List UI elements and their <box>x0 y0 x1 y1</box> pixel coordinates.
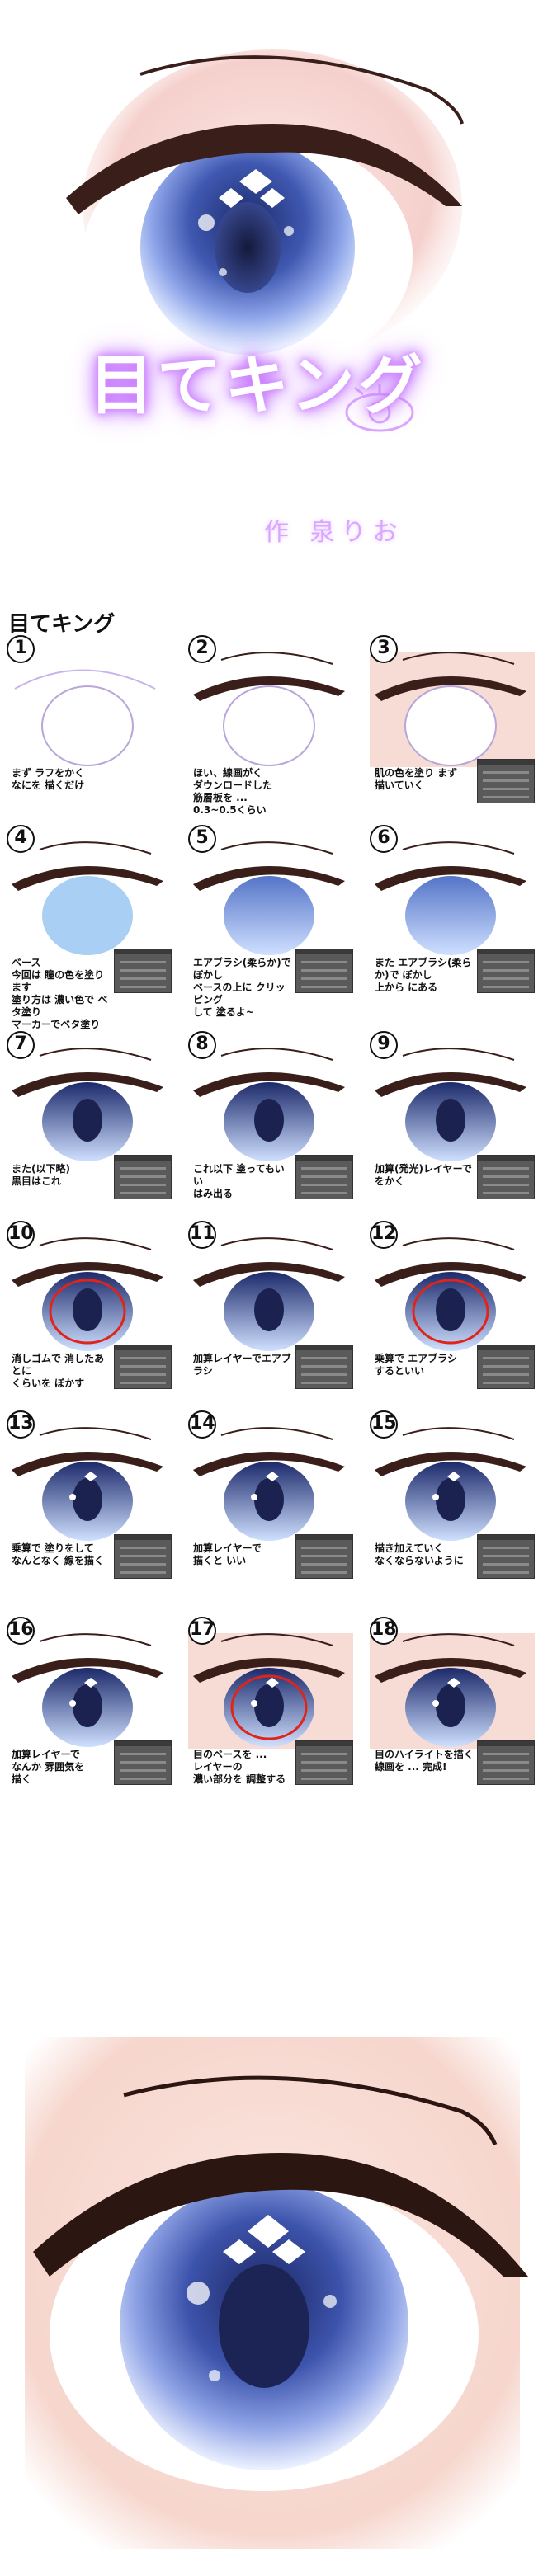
step-number: 2 <box>188 635 216 663</box>
step-eye-art <box>370 1419 535 1546</box>
step-panel-1: 1 まず ラフをかく なにを 描くだけ <box>7 635 172 817</box>
step-panel-12: 12 乗算で エアブラシ するといい <box>370 1221 535 1402</box>
step-panel-13: 13 乗算で 塗りをして なんとなく 線を描く <box>7 1410 172 1592</box>
step-number: 4 <box>7 825 35 853</box>
layer-settings-panel <box>477 1155 535 1199</box>
step-eye-art <box>188 1039 353 1166</box>
step-number: 11 <box>188 1221 216 1249</box>
step-eye-art <box>188 1229 353 1356</box>
layer-settings-panel <box>114 1155 172 1199</box>
step-note: 乗算で エアブラシ するといい <box>375 1353 457 1377</box>
step-panel-10: 10 消しゴムで 消したあとに くらいを ぼかす <box>7 1221 172 1402</box>
step-number: 1 <box>7 635 35 663</box>
step-eye-art <box>7 1419 172 1546</box>
layer-settings-panel <box>477 1534 535 1579</box>
step-note: 目のハイライトを描く 線画を ... 完成! <box>375 1749 474 1773</box>
step-eye-art <box>7 1039 172 1166</box>
step-eye-art <box>370 643 535 770</box>
step-panel-6: 6 また エアブラシ(柔らか)で ぼかし 上から にある <box>370 825 535 1006</box>
step-panel-7: 7 また(以下略) 黒目はこれ <box>7 1031 172 1213</box>
final-illustration <box>0 2029 543 2565</box>
layer-settings-panel <box>295 1345 353 1389</box>
layer-settings-panel <box>114 1345 172 1389</box>
step-eye-art <box>188 1419 353 1546</box>
layer-settings-panel <box>114 949 172 993</box>
step-number: 6 <box>370 825 398 853</box>
step-number: 17 <box>188 1617 216 1645</box>
step-number: 3 <box>370 635 398 663</box>
layer-settings-panel <box>477 1740 535 1785</box>
step-eye-art <box>370 1039 535 1166</box>
step-eye-art <box>188 643 353 770</box>
step-note: 乗算で 塗りをして なんとなく 線を描く <box>12 1542 104 1566</box>
step-panel-4: 4 ベース 今回は 瞳の色を塗ります 塗り方は 濃い色で ベタ塗り マーカーでベタ… <box>7 825 172 1030</box>
step-eye-art <box>370 833 535 960</box>
cover-author: 作 泉りお <box>264 518 404 547</box>
cover-illustration <box>0 0 543 594</box>
step-note: まず ラフをかく なにを 描くだけ <box>12 767 85 791</box>
step-number: 12 <box>370 1221 398 1249</box>
step-eye-art <box>7 1625 172 1752</box>
step-number: 8 <box>188 1031 216 1059</box>
layer-settings-panel <box>477 949 535 993</box>
layer-settings-panel <box>114 1740 172 1785</box>
step-note: 加算(発光)レイヤーで をかく <box>375 1163 472 1187</box>
step-panel-17: 17 目のベースを ... レイヤーの 濃い部分を 調整する <box>188 1617 353 1798</box>
step-note: 描き加えていく なくならないように <box>375 1542 464 1566</box>
cover-title: 目てキング <box>89 349 426 423</box>
step-note: また エアブラシ(柔らか)で ぼかし 上から にある <box>375 957 472 993</box>
step-note: 加算レイヤーで なんか 雰囲気を 描く <box>12 1749 85 1785</box>
step-eye-art <box>370 1625 535 1752</box>
step-number: 16 <box>7 1617 35 1645</box>
step-panel-18: 18 目のハイライトを描く 線画を ... 完成! <box>370 1617 535 1798</box>
layer-settings-panel <box>114 1534 172 1579</box>
step-eye-art <box>188 1625 353 1752</box>
step-number: 15 <box>370 1410 398 1439</box>
step-panel-9: 9 加算(発光)レイヤーで をかく <box>370 1031 535 1213</box>
step-note: 目のベースを ... レイヤーの 濃い部分を 調整する <box>193 1749 286 1785</box>
step-number: 14 <box>188 1410 216 1439</box>
step-number: 5 <box>188 825 216 853</box>
step-number: 7 <box>7 1031 35 1059</box>
step-panel-3: 3 肌の色を塗り まず 描いていく <box>370 635 535 817</box>
step-panel-14: 14 加算レイヤーで 描くと いい <box>188 1410 353 1592</box>
step-note: 肌の色を塗り まず 描いていく <box>375 767 458 791</box>
step-note: ほい、線画がく ダウンロードした 筋層板を ... 0.3~0.5くらい <box>193 767 273 816</box>
step-panel-11: 11 加算レイヤーでエアブラシ <box>188 1221 353 1402</box>
layer-settings-panel <box>295 1740 353 1785</box>
step-number: 13 <box>7 1410 35 1439</box>
step-eye-art <box>188 833 353 960</box>
layer-settings-panel <box>295 1155 353 1199</box>
layer-settings-panel <box>295 1534 353 1579</box>
step-panel-5: 5 エアブラシ(柔らか)でぼかし ベースの上に クリッピング して 塗るよ~ <box>188 825 353 1018</box>
step-panel-16: 16 加算レイヤーで なんか 雰囲気を 描く <box>7 1617 172 1798</box>
step-eye-art <box>370 1229 535 1356</box>
step-note: ベース 今回は 瞳の色を塗ります 塗り方は 濃い色で ベタ塗り マーカーでベタ塗… <box>12 957 108 1030</box>
step-panel-2: 2 ほい、線画がく ダウンロードした 筋層板を ... 0.3~0.5くらい <box>188 635 353 817</box>
layer-settings-panel <box>477 1345 535 1389</box>
step-number: 18 <box>370 1617 398 1645</box>
step-note: 加算レイヤーで 描くと いい <box>193 1542 262 1566</box>
step-note: これ以下 塗ってもいい はみ出る <box>193 1163 285 1199</box>
layer-settings-panel <box>295 949 353 993</box>
step-note: 加算レイヤーでエアブラシ <box>193 1353 291 1377</box>
step-note: エアブラシ(柔らか)でぼかし ベースの上に クリッピング して 塗るよ~ <box>193 957 291 1018</box>
step-number: 10 <box>7 1221 35 1249</box>
layer-settings-panel <box>477 759 535 803</box>
step-panel-8: 8 これ以下 塗ってもいい はみ出る <box>188 1031 353 1213</box>
step-eye-art <box>7 1229 172 1356</box>
step-note: 消しゴムで 消したあとに くらいを ぼかす <box>12 1353 105 1389</box>
step-eye-art <box>7 643 172 770</box>
step-panel-15: 15 描き加えていく なくならないように <box>370 1410 535 1592</box>
step-eye-art <box>7 833 172 960</box>
step-number: 9 <box>370 1031 398 1059</box>
step-note: また(以下略) 黒目はこれ <box>12 1163 70 1187</box>
section-title: 目てキング <box>8 612 116 637</box>
